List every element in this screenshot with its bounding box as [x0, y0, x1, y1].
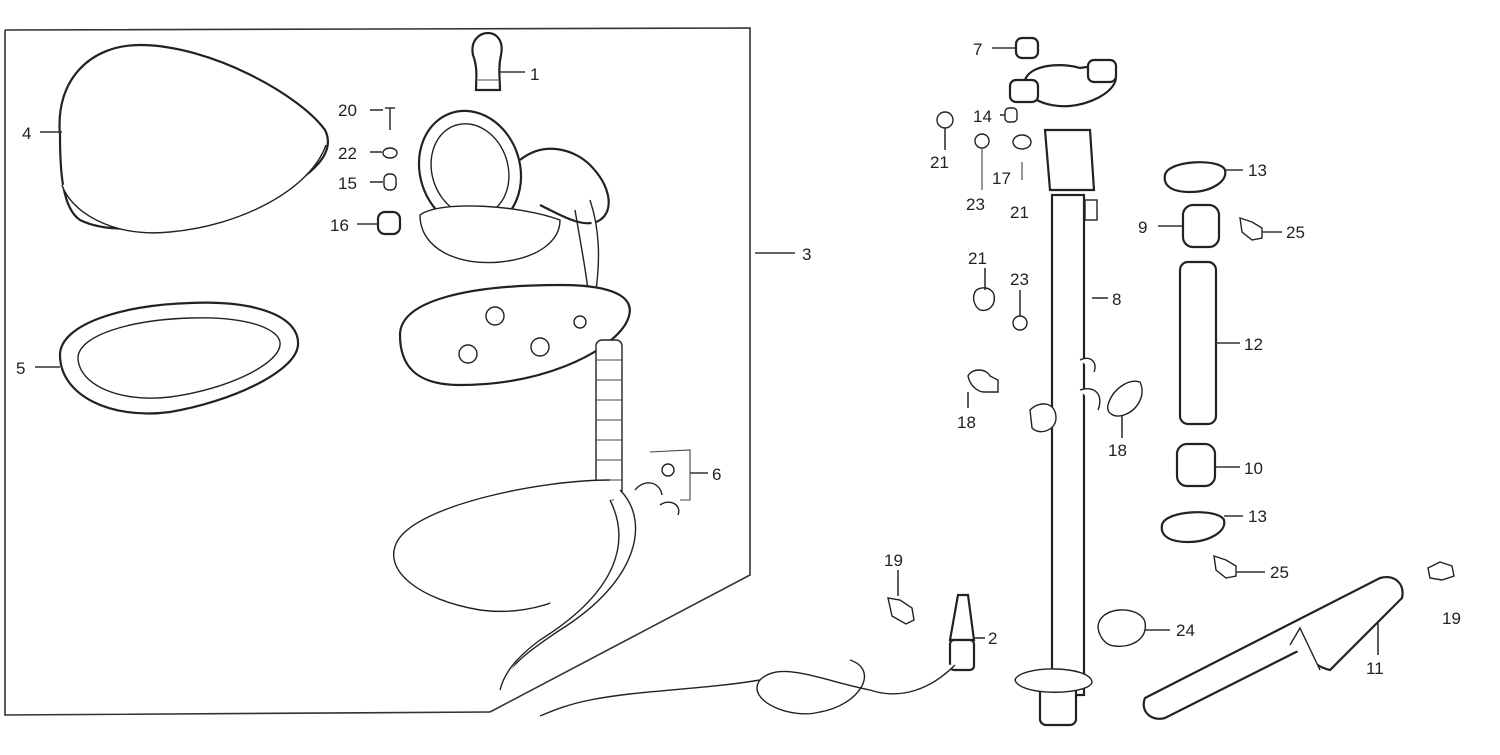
- part-10-cap: [1175, 442, 1217, 488]
- callout-15: 15: [338, 174, 357, 193]
- callout-16: 16: [330, 216, 349, 235]
- callout-21-a: 21: [930, 153, 949, 172]
- part-7-cap: [1014, 36, 1040, 60]
- part-12-tube: [1178, 260, 1218, 426]
- part-18-bracket-right: [1107, 380, 1143, 417]
- callout-25-top: 25: [1286, 223, 1305, 242]
- callout-1: 1: [530, 65, 539, 84]
- callout-7: 7: [973, 40, 982, 59]
- callout-12: 12: [1244, 335, 1263, 354]
- part-9-cap: [1181, 203, 1221, 249]
- part-13-clamp-top: [1163, 161, 1227, 194]
- part-8-pole: [1008, 58, 1118, 727]
- callout-2: 2: [988, 629, 997, 648]
- callout-18-right: 18: [1108, 441, 1127, 460]
- part-3-light-unit: [392, 109, 637, 691]
- callout-23-b: 23: [1010, 270, 1029, 289]
- part-13-clamp-bottom: [1160, 511, 1226, 544]
- leader-lines: [35, 47, 1379, 655]
- callout-8: 8: [1112, 290, 1121, 309]
- part-16-grommet: [376, 210, 402, 236]
- callout-3: 3: [802, 245, 811, 264]
- part-25-bolt-top: [1239, 216, 1263, 241]
- callout-9: 9: [1138, 218, 1147, 237]
- part-19-bolt-right: [1427, 561, 1455, 581]
- part-21-nut-b: [972, 287, 995, 312]
- callout-21-c: 21: [968, 249, 987, 268]
- callout-4: 4: [22, 124, 31, 143]
- callout-18-left: 18: [957, 413, 976, 432]
- callout-23-a: 23: [966, 195, 985, 214]
- part-20-screw: [385, 107, 395, 130]
- part-23-washer-b: [1012, 315, 1028, 331]
- part-11-bracket-arm: [1142, 576, 1404, 720]
- callout-17: 17: [992, 169, 1011, 188]
- part-5-gasket-ring: [58, 301, 300, 415]
- part-6-clips: [634, 449, 691, 516]
- part-22-washer: [382, 147, 398, 159]
- part-23-washer-a: [974, 133, 990, 190]
- callout-20: 20: [338, 101, 357, 120]
- callout-10: 10: [1244, 459, 1263, 478]
- part-25-bolt-bottom: [1213, 554, 1237, 579]
- part-19-bolt-left: [887, 597, 915, 625]
- callout-labels: 1 2 3 4 5 6 7 8 9 10 11 12 13 13 14 15 1…: [16, 40, 1461, 678]
- callout-21-b: 21: [1010, 203, 1029, 222]
- part-18-bracket-left: [967, 369, 999, 393]
- part-17-washer: [1012, 134, 1032, 180]
- part-15-spring: [383, 173, 397, 191]
- callout-5: 5: [16, 359, 25, 378]
- callout-24: 24: [1176, 621, 1195, 640]
- callout-13-bottom: 13: [1248, 507, 1267, 526]
- part-21-nut-a: [936, 111, 954, 129]
- callout-6: 6: [712, 465, 721, 484]
- part-24-clamp: [1097, 609, 1146, 647]
- part-1-bulb: [471, 31, 503, 92]
- pole-clamp-brackets: [1029, 357, 1101, 433]
- part-2-cable: [539, 593, 976, 717]
- callout-22: 22: [338, 144, 357, 163]
- part-14-spacer: [1004, 107, 1018, 123]
- callout-19-right: 19: [1442, 609, 1461, 628]
- callout-25-bottom: 25: [1270, 563, 1289, 582]
- part-4-lens-cover: [58, 43, 329, 234]
- callout-11: 11: [1366, 659, 1384, 678]
- callout-14: 14: [973, 107, 992, 126]
- callout-19-left: 19: [884, 551, 903, 570]
- callout-13-top: 13: [1248, 161, 1267, 180]
- assembly-box-outline: [4, 27, 751, 716]
